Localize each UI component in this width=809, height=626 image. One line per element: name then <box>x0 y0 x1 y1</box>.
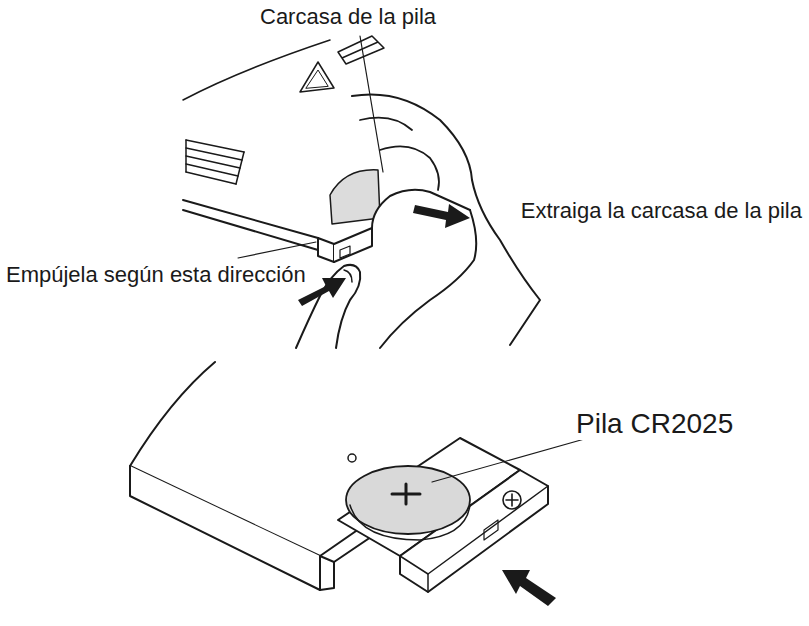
label-text: Extraiga la carcasa de la pila <box>519 198 804 223</box>
label-text: Pila CR2025 <box>574 408 735 440</box>
label-text: Carcasa de la pila <box>258 4 438 29</box>
label-text: Empújela según esta dirección <box>4 262 308 287</box>
